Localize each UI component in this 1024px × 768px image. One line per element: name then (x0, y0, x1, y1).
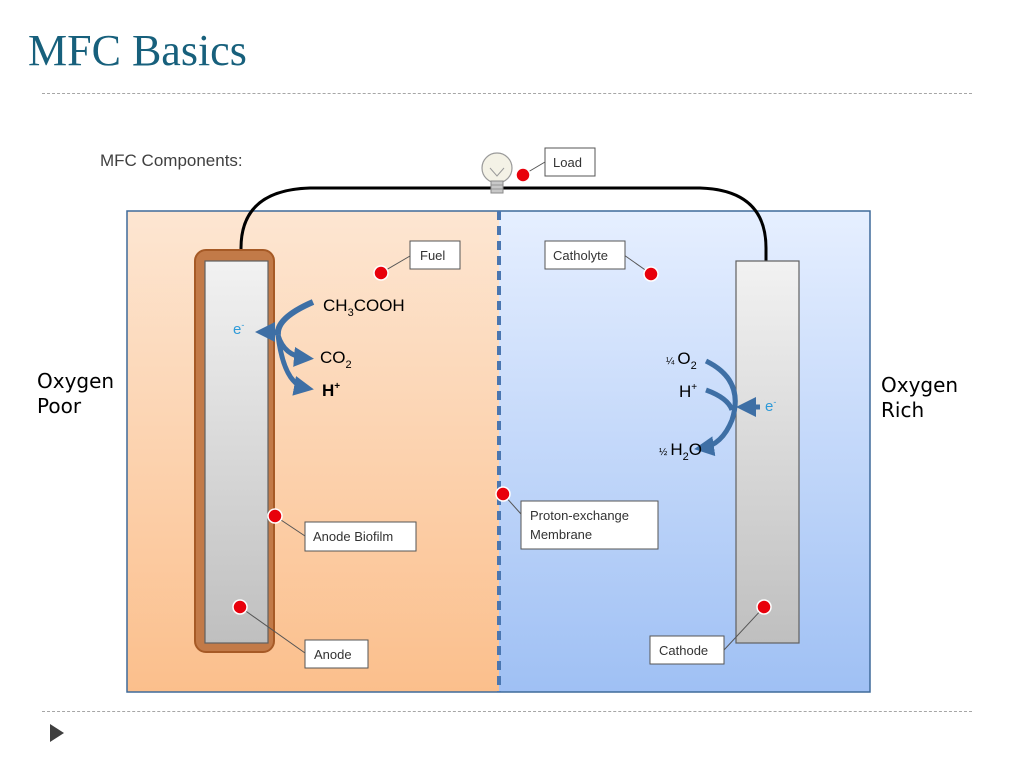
lightbulb-icon (481, 152, 513, 194)
anode-electrode (204, 260, 269, 644)
title-divider (42, 93, 972, 94)
callout-anode: Anode (304, 639, 369, 669)
svg-text:Anode: Anode (314, 647, 352, 662)
fuel-marker (373, 265, 389, 281)
cathode-marker (756, 599, 772, 615)
cathode-chamber (499, 211, 870, 692)
svg-text:Load: Load (553, 155, 582, 170)
pem-marker (495, 486, 511, 502)
proton-label-cathode: H+ (679, 382, 697, 401)
proton-label-anode: H+ (322, 381, 340, 400)
anode-reaction-arrow (274, 299, 315, 336)
catholyte-marker (643, 266, 659, 282)
components-heading: MFC Components: (100, 151, 243, 170)
slide-title: MFC Basics (28, 26, 247, 75)
electron-label-cathode: e- (765, 397, 776, 415)
cathode-reaction-arrow (694, 358, 738, 457)
svg-text:Fuel: Fuel (420, 248, 445, 263)
fuel-formula: CH3COOH (323, 296, 405, 319)
footer-divider (42, 711, 972, 712)
next-slide-arrow-icon[interactable] (50, 724, 64, 742)
callout-load: Load (544, 147, 596, 177)
cathode-electrode (735, 260, 800, 644)
svg-text:Anode Biofilm: Anode Biofilm (313, 529, 393, 544)
callout-anode-biofilm: Anode Biofilm (304, 521, 417, 552)
callout-markers (232, 167, 772, 615)
svg-text:Cathode: Cathode (659, 643, 708, 658)
callout-catholyte: Catholyte (544, 240, 626, 270)
co2-label: CO2 (320, 348, 352, 371)
load-marker (515, 167, 531, 183)
anode-biofilm-marker (267, 508, 283, 524)
svg-text:Catholyte: Catholyte (553, 248, 608, 263)
anode-marker (232, 599, 248, 615)
electron-label-anode: e- (233, 320, 244, 338)
circuit-wire (239, 186, 768, 262)
proton-in-arrow-cathode (705, 387, 735, 411)
anode-chamber (127, 211, 499, 692)
callout-fuel: Fuel (409, 240, 461, 270)
callout-cathode: Cathode (649, 635, 725, 665)
proton-arrow-anode (275, 334, 314, 396)
